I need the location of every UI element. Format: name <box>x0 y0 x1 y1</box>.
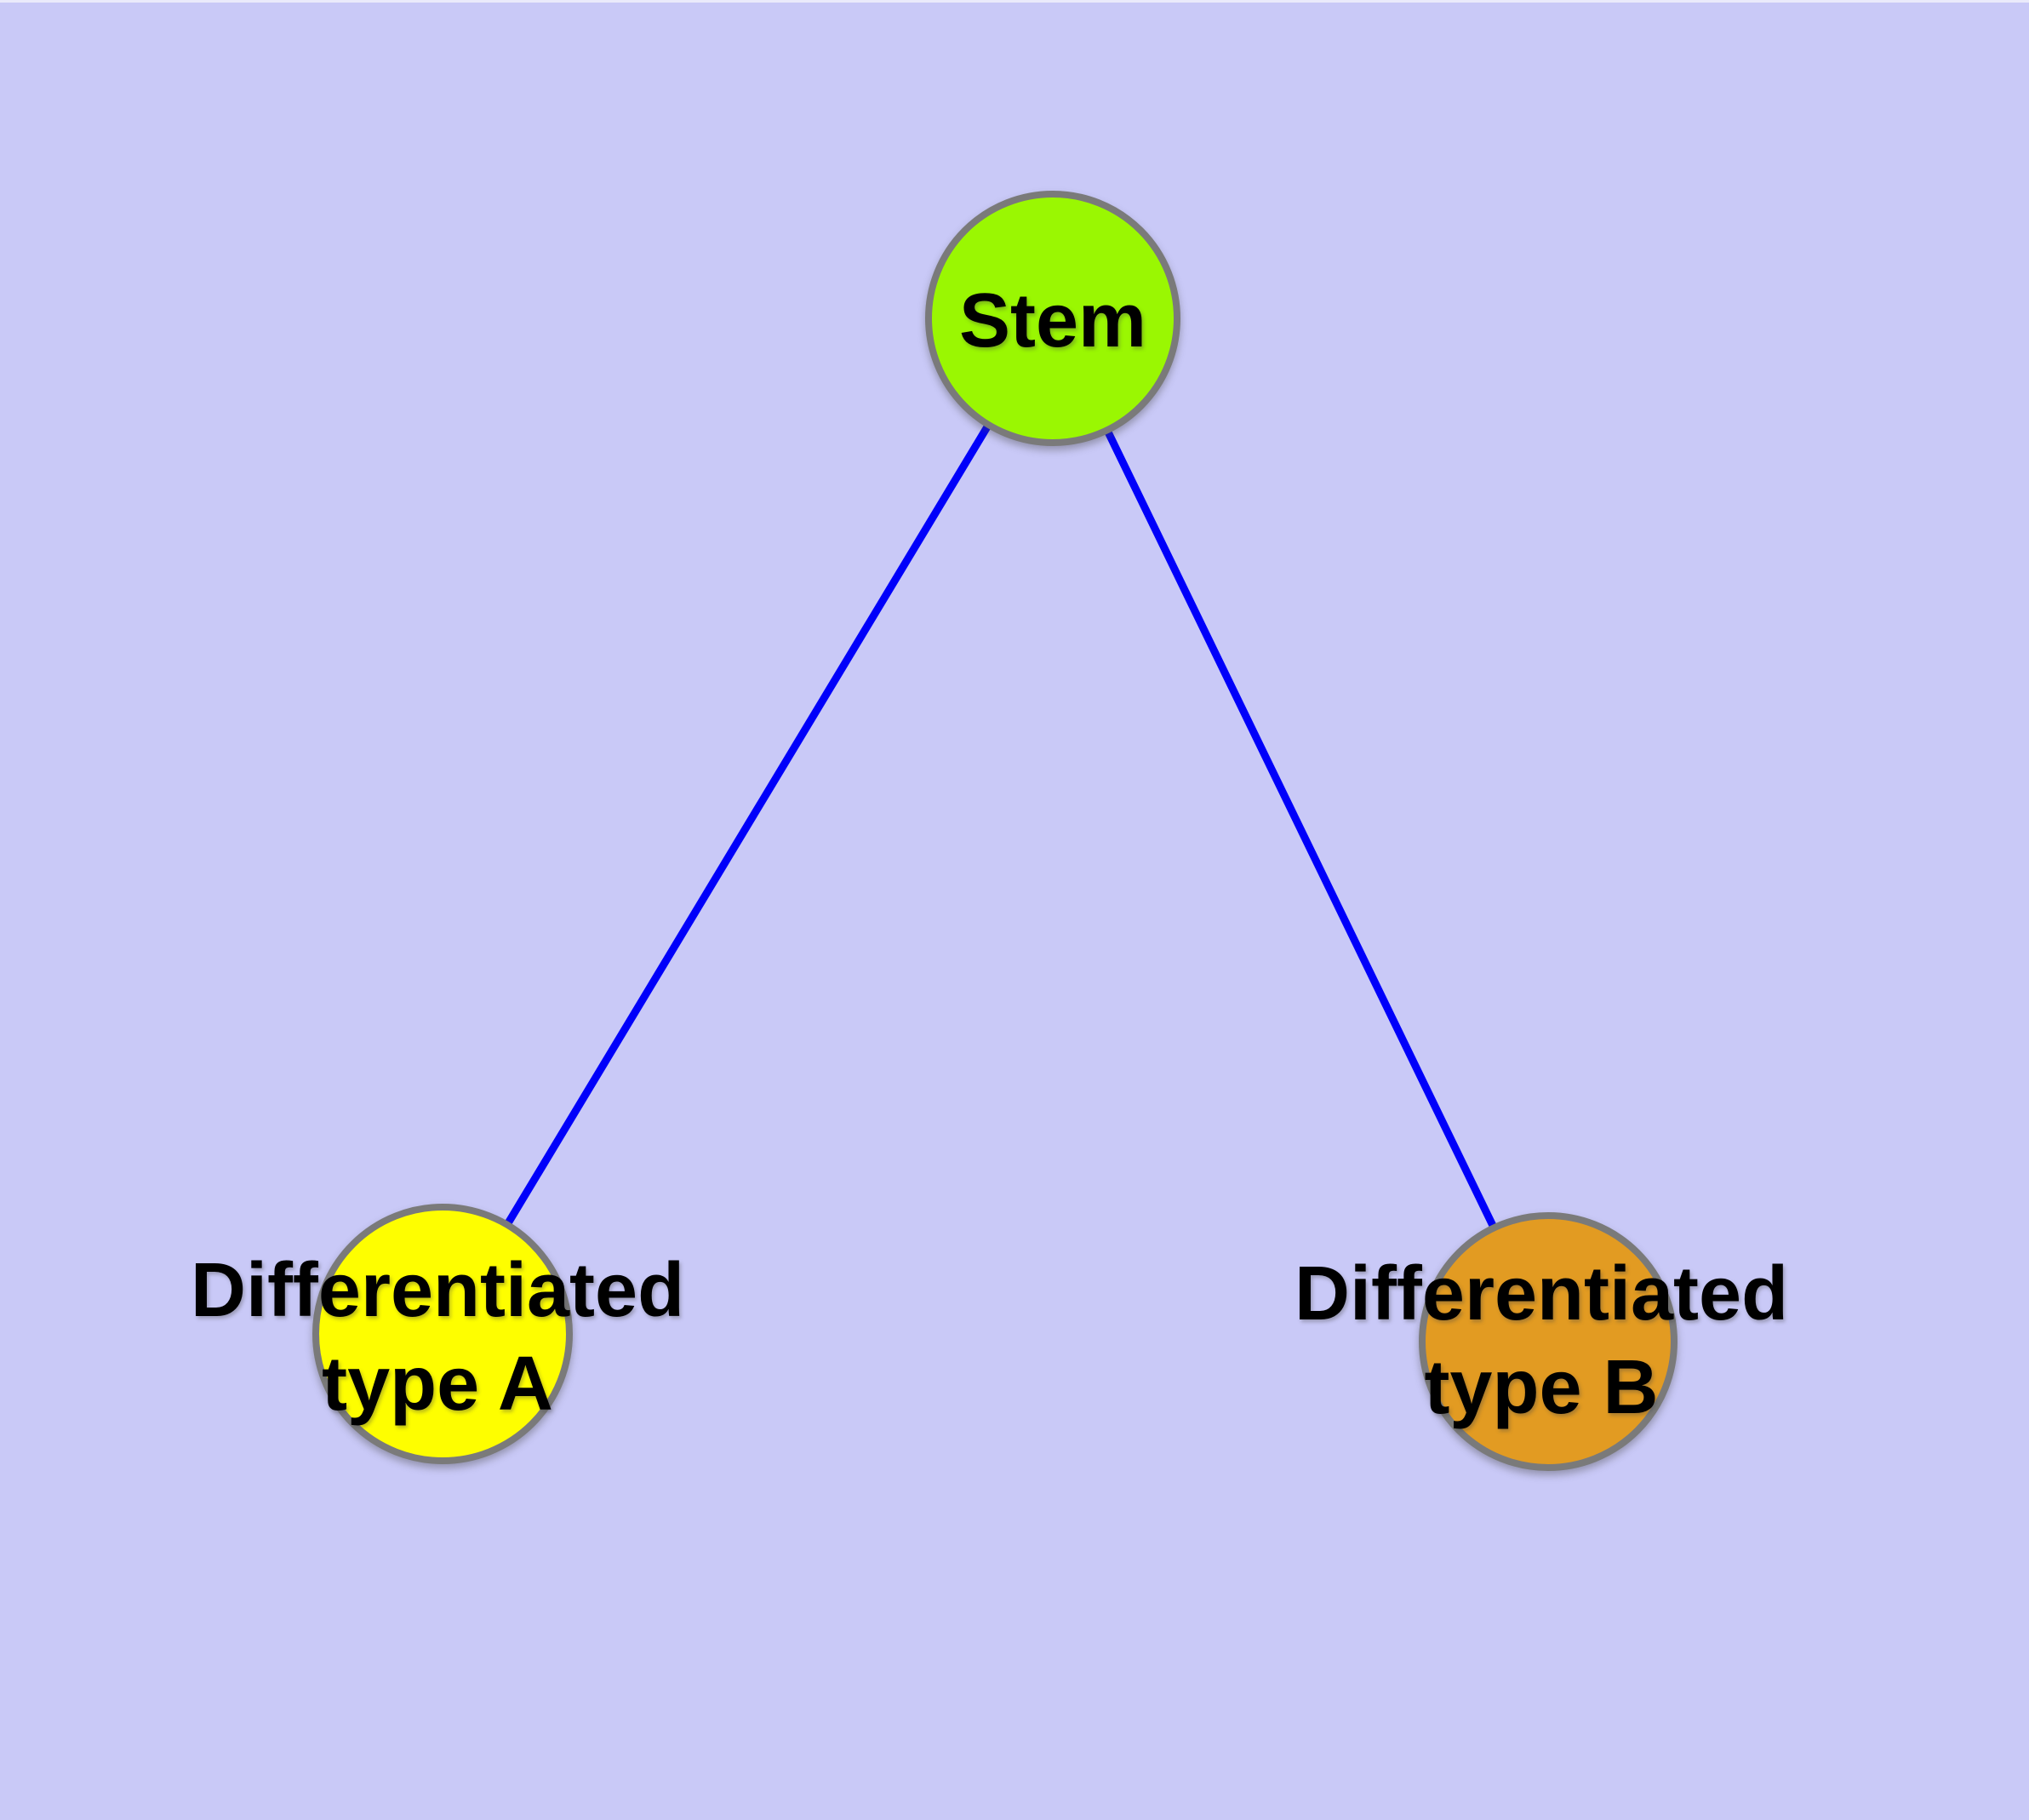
node-stem[interactable] <box>925 191 1180 446</box>
edge-stem-to-type-b <box>1049 316 1552 1342</box>
node-differentiated-type-b[interactable] <box>1419 1212 1677 1471</box>
node-differentiated-type-a[interactable] <box>312 1204 573 1464</box>
edges-layer <box>439 316 1552 1342</box>
edge-stem-to-type-a <box>439 316 1056 1335</box>
